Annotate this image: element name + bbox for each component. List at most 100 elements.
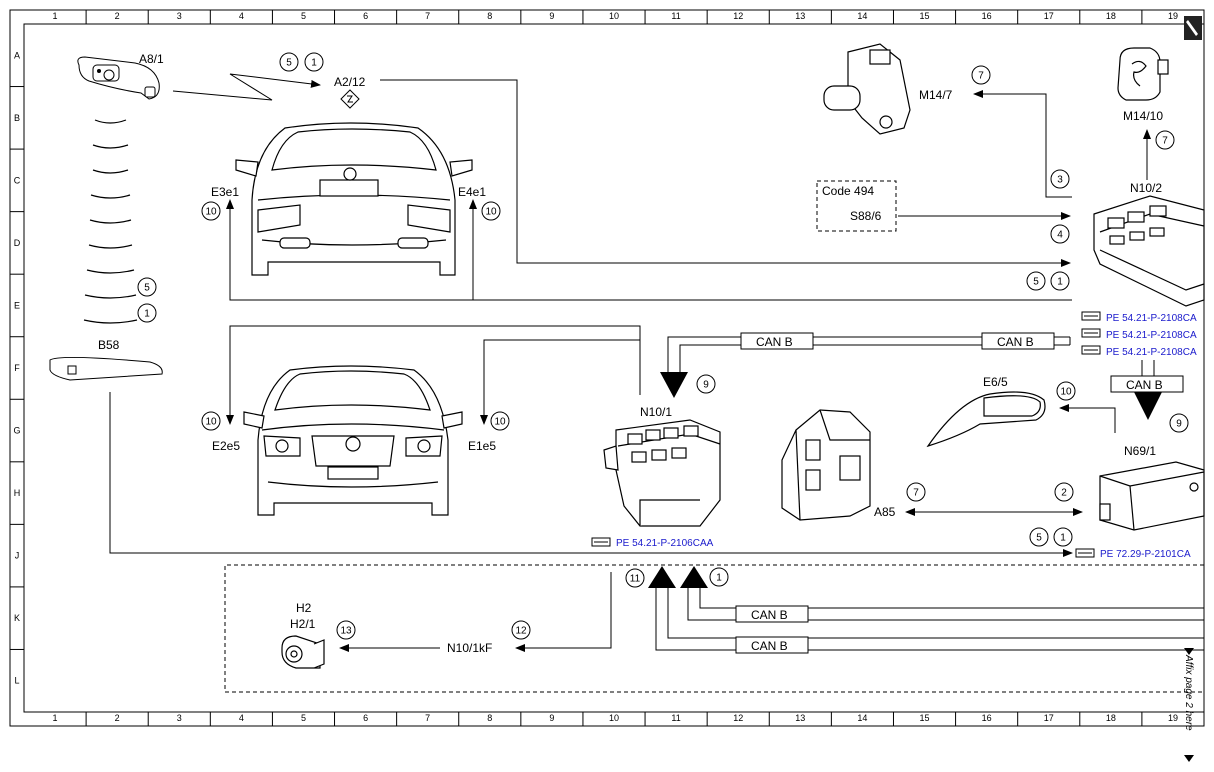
svg-text:12: 12 — [515, 626, 527, 637]
grid-column-label: 10 — [609, 11, 619, 21]
grid-column-label: 7 — [425, 11, 430, 21]
step-number-circle: 10 — [1056, 381, 1076, 401]
signal-lines — [109, 79, 1204, 693]
m14-10-label: M14/10 — [1123, 109, 1163, 123]
pointing-hand-icon — [1081, 328, 1101, 338]
antenna-diamond-icon — [340, 89, 360, 109]
step-number-circle: 3 — [1050, 169, 1070, 189]
grid-column-label: 13 — [795, 713, 805, 723]
pointing-hand-icon — [1075, 548, 1095, 558]
n10-1kf-label: N10/1kF — [447, 641, 492, 655]
module-icon — [1093, 195, 1205, 307]
e3e1-label: E3e1 — [211, 185, 239, 199]
grid-row-label: D — [14, 238, 21, 248]
grid-column-label: 2 — [115, 11, 120, 21]
grid-row-label: F — [14, 363, 20, 373]
step-number-circle: 7 — [1155, 130, 1175, 150]
reference-link[interactable]: PE 54.21-P-2108CA — [1106, 313, 1197, 324]
pointing-hand-icon — [1081, 311, 1101, 321]
step-number-circle: 7 — [906, 482, 926, 502]
svg-text:CAN B: CAN B — [997, 335, 1034, 349]
step-number-circle: 9 — [1169, 413, 1189, 433]
a85-label: A85 — [874, 505, 896, 519]
grid-row-label: C — [14, 175, 21, 185]
n10-1-label: N10/1 — [640, 405, 672, 419]
svg-text:5: 5 — [1033, 277, 1039, 288]
svg-text:7: 7 — [913, 488, 919, 499]
can-b-box: CAN B — [1110, 375, 1184, 393]
module-icon — [781, 409, 871, 521]
car-rear-icon — [235, 122, 473, 276]
svg-text:CAN B: CAN B — [751, 639, 788, 653]
grid-row-label: J — [15, 551, 20, 561]
grid-column-label: 5 — [301, 11, 306, 21]
key-fob-icon — [77, 56, 160, 100]
svg-text:CAN B: CAN B — [1126, 378, 1163, 392]
grid-row-label: H — [14, 488, 21, 498]
svg-text:13: 13 — [340, 626, 352, 637]
h2-1-label: H2/1 — [290, 617, 316, 631]
side-note-arrow-bottom — [1184, 755, 1194, 762]
grid-row-label: L — [14, 676, 19, 686]
svg-text:9: 9 — [1176, 419, 1182, 430]
grid-column-label: 5 — [301, 713, 306, 723]
svg-text:4: 4 — [1057, 230, 1063, 241]
reference-link[interactable]: PE 72.29-P-2101CA — [1100, 549, 1191, 560]
grid-column-label: 4 — [239, 11, 244, 21]
n10-2-label: N10/2 — [1130, 181, 1162, 195]
step-number-circle: 12 — [511, 620, 531, 640]
reference-link[interactable]: PE 54.21-P-2108CA — [1106, 347, 1197, 358]
horn-icon — [281, 635, 325, 669]
grid-column-label: 3 — [177, 713, 182, 723]
grid-row-label: E — [14, 300, 20, 310]
pen-icon — [1184, 16, 1202, 40]
can-b-box: CAN B — [735, 605, 809, 623]
step-number-circle: 5 — [1026, 271, 1046, 291]
car-front-icon — [243, 365, 463, 516]
reference-link[interactable]: PE 54.21-P-2108CA — [1106, 330, 1197, 341]
grid-column-label: 17 — [1044, 11, 1054, 21]
signal-waves — [83, 119, 138, 324]
svg-text:7: 7 — [1162, 136, 1168, 147]
svg-text:9: 9 — [703, 380, 709, 391]
grid-column-label: 15 — [920, 713, 930, 723]
step-number-circle: 2 — [1054, 482, 1074, 502]
grid-column-label: 13 — [795, 11, 805, 21]
can-b-box: CAN B — [740, 332, 814, 350]
step-number-circle: 7 — [971, 65, 991, 85]
side-note-arrow-top — [1184, 648, 1194, 655]
step-number-circle: 1 — [1050, 271, 1070, 291]
a2-12-label: A2/12 — [334, 75, 366, 89]
e4e1-label: E4e1 — [458, 185, 486, 199]
grid-column-label: 9 — [549, 11, 554, 21]
grid-column-label: 15 — [920, 11, 930, 21]
grid-row-label: K — [14, 613, 20, 623]
e6-5-label: E6/5 — [983, 375, 1008, 389]
step-number-circle: 5 — [137, 277, 157, 297]
svg-text:10: 10 — [205, 207, 217, 218]
step-number-circle: 10 — [490, 411, 510, 431]
reference-link[interactable]: PE 54.21-P-2106CAA — [616, 538, 714, 549]
svg-text:10: 10 — [485, 207, 497, 218]
svg-text:CAN B: CAN B — [756, 335, 793, 349]
grid-column-label: 11 — [671, 11, 680, 21]
svg-text:1: 1 — [716, 573, 722, 584]
svg-text:1: 1 — [1060, 533, 1066, 544]
step-number-circle: 4 — [1050, 224, 1070, 244]
module-icon — [1099, 461, 1205, 531]
step-number-circle: 10 — [481, 201, 501, 221]
svg-text:10: 10 — [1060, 387, 1072, 398]
grid-column-label: 1 — [53, 713, 58, 723]
svg-text:1: 1 — [144, 309, 150, 320]
radio-signal-line — [172, 73, 321, 101]
grid-column-label: 3 — [177, 11, 182, 21]
m14-7-label: M14/7 — [919, 88, 953, 102]
s88-6-label: S88/6 — [850, 209, 882, 223]
n69-1-label: N69/1 — [1124, 444, 1156, 458]
can-b-box: CAN B — [735, 636, 809, 654]
svg-text:5: 5 — [1036, 533, 1042, 544]
grid-column-label: 1 — [53, 11, 58, 21]
grid-row-label: B — [14, 113, 20, 123]
grid-column-label: 10 — [609, 713, 619, 723]
